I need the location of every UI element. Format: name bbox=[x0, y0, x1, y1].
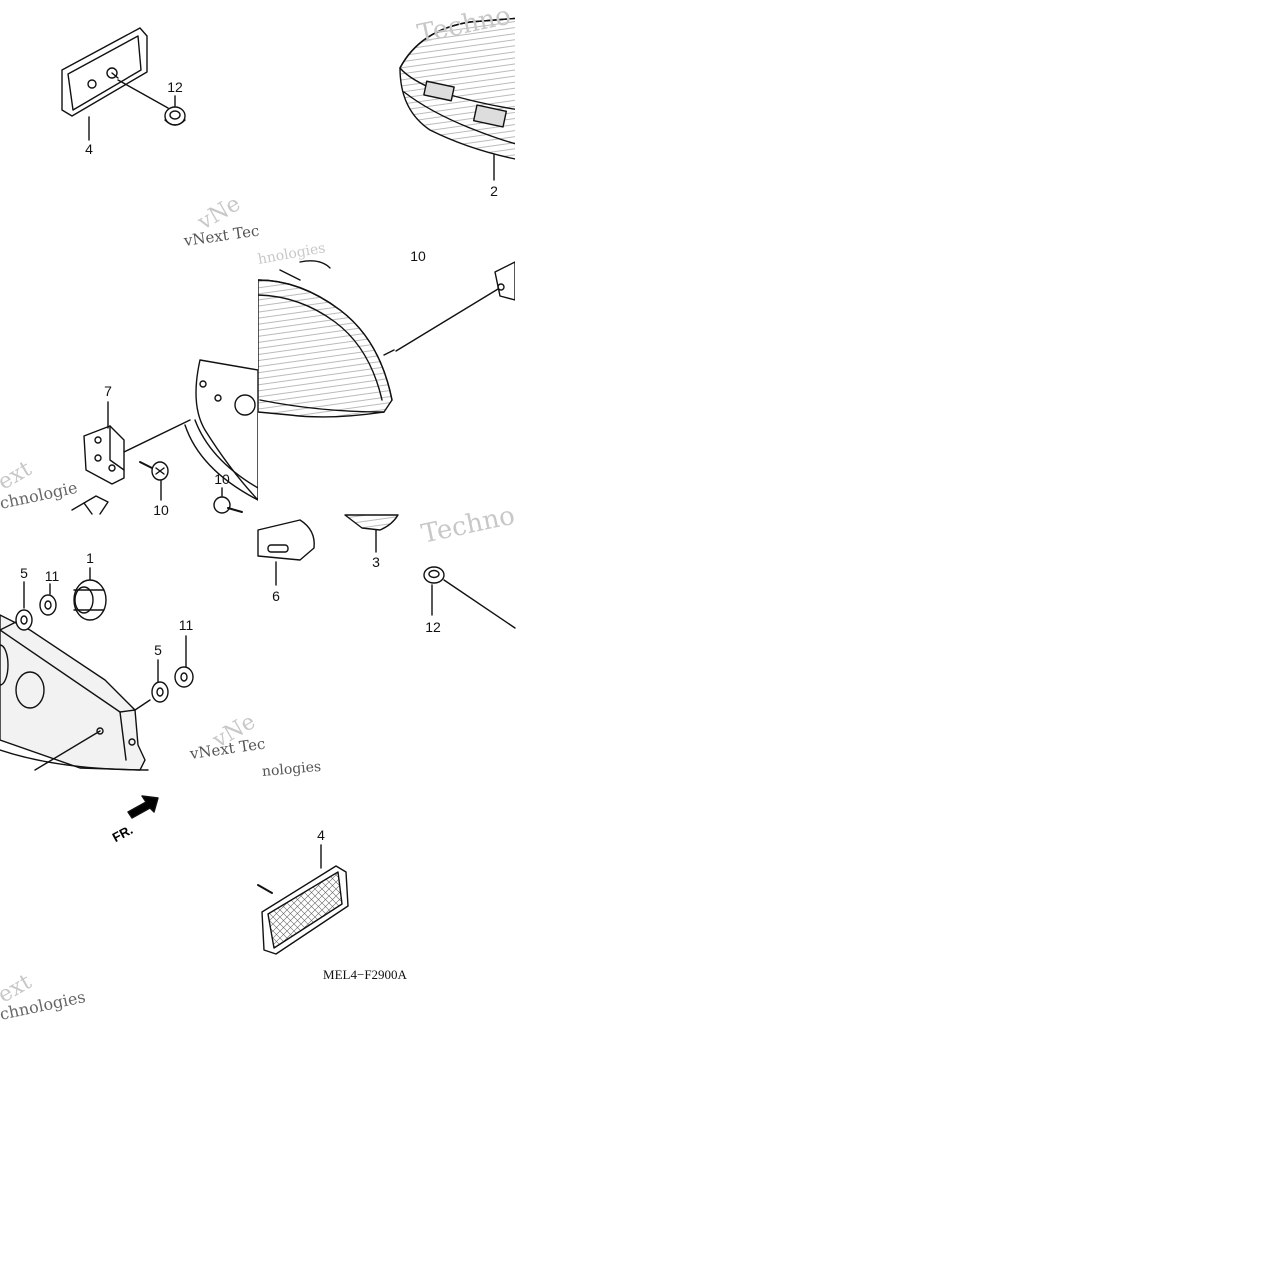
leader-line bbox=[134, 699, 151, 711]
leader-line bbox=[443, 579, 516, 629]
callout-4: 4 bbox=[85, 141, 93, 157]
callout-12: 12 bbox=[425, 619, 441, 635]
callout-5: 5 bbox=[20, 565, 28, 581]
lamp-part-3 bbox=[344, 514, 399, 531]
flange-nut-lower bbox=[423, 566, 445, 584]
grommet-1 bbox=[73, 579, 107, 621]
callout-4: 4 bbox=[317, 827, 325, 843]
front-direction-arrow bbox=[127, 795, 159, 819]
screw-10b bbox=[213, 496, 243, 514]
grommet-5a bbox=[15, 609, 33, 631]
callout-11: 11 bbox=[178, 617, 194, 633]
callout-10: 10 bbox=[410, 248, 426, 264]
callout-2: 2 bbox=[490, 183, 498, 199]
license-bracket bbox=[257, 519, 315, 561]
housing-mid bbox=[184, 359, 258, 501]
leader-line bbox=[34, 730, 101, 771]
reflector-bottom bbox=[257, 865, 349, 955]
taillight-lens-top bbox=[399, 17, 515, 160]
leader-line bbox=[395, 288, 499, 352]
screw-10a bbox=[139, 461, 169, 481]
rear-fender-lower bbox=[0, 614, 149, 771]
reflector-plate-top bbox=[61, 27, 148, 117]
leader-line bbox=[0, 621, 17, 631]
callout-10: 10 bbox=[214, 471, 230, 487]
callout-7: 7 bbox=[104, 383, 112, 399]
mounting-bracket bbox=[83, 425, 125, 485]
collar-11b bbox=[174, 666, 194, 688]
diagram-code: MEL4−F2900A bbox=[323, 967, 407, 982]
callout-6: 6 bbox=[272, 588, 280, 604]
callout-1: 1 bbox=[86, 550, 94, 566]
callout-10: 10 bbox=[153, 502, 169, 518]
collar-11a bbox=[39, 594, 57, 616]
leader-line bbox=[123, 419, 191, 453]
callout-12: 12 bbox=[167, 79, 183, 95]
leader-line bbox=[117, 79, 169, 109]
callout-5: 5 bbox=[154, 642, 162, 658]
grommet-5b bbox=[151, 681, 169, 703]
flange-nut-top bbox=[164, 106, 186, 126]
callout-3: 3 bbox=[372, 554, 380, 570]
wire-connector bbox=[71, 495, 109, 515]
callout-11: 11 bbox=[44, 568, 60, 584]
lens-assembly-mid bbox=[258, 260, 515, 418]
